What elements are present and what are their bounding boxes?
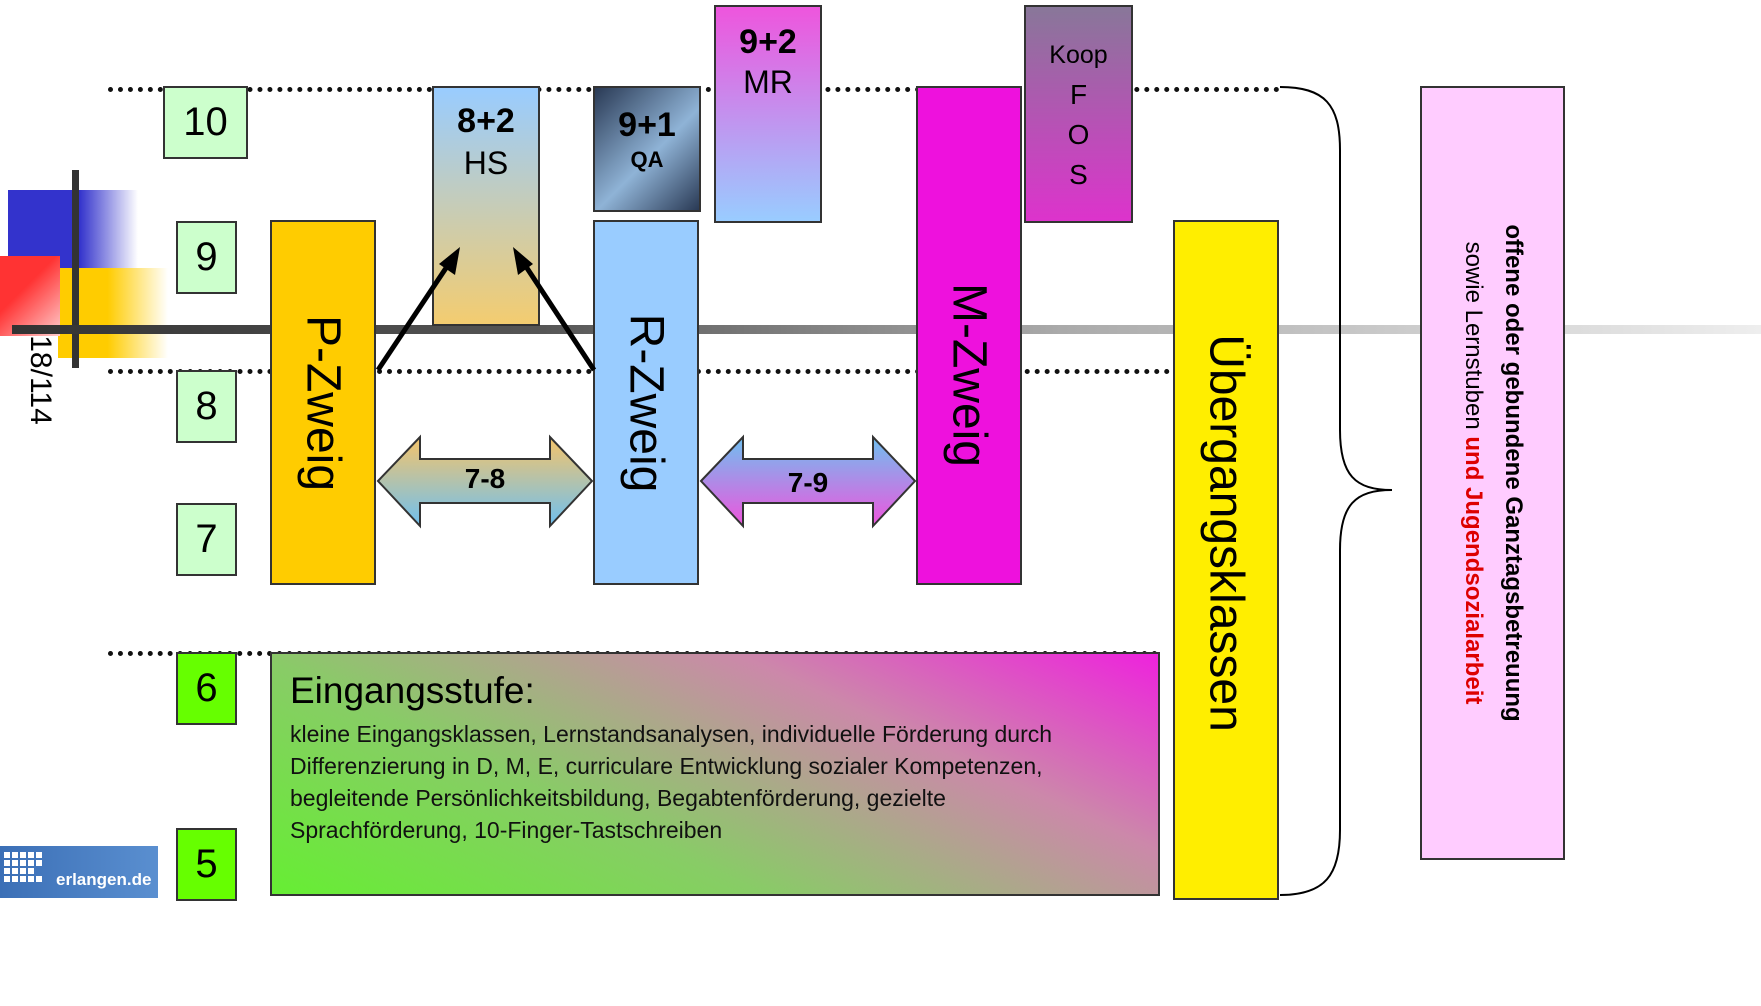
double-arrow-7-9-icon [699, 434, 917, 529]
grade-8: 8 [176, 370, 237, 443]
grade-10: 10 [163, 86, 248, 159]
koop-f-label: F [1069, 79, 1088, 110]
r-branch-box: R-Zweig [593, 220, 699, 585]
arrow-7-8-label: 7-8 [464, 463, 506, 494]
qa-top-label: 9+1 [618, 106, 676, 144]
koop-label: Koop [1049, 41, 1108, 69]
side-panel: offene oder gebundene Ganztagsbetreuung … [1420, 86, 1565, 860]
corner-vertical-bar [72, 170, 79, 368]
transition-classes-box: Übergangsklassen [1173, 220, 1279, 900]
mr-top-label: 9+2 [739, 23, 797, 61]
corner-red-square [0, 256, 60, 336]
p-branch-box: P-Zweig [270, 220, 376, 585]
arrow-p-to-hs-icon [375, 260, 453, 372]
m-branch-box: M-Zweig [916, 86, 1022, 585]
entrance-stage-description: kleine Eingangsklassen, Lernstandsanalys… [290, 721, 1053, 843]
koop-fos-box: Koop F O S [1024, 5, 1133, 223]
logo-grid-icon [4, 852, 42, 882]
double-arrow-7-8-icon [376, 434, 594, 529]
arrowhead-r-to-hs-icon [513, 247, 533, 275]
side-panel-line2-highlight: und Jugendsozialarbeit [1459, 436, 1487, 705]
qa-box: 9+1 QA [593, 86, 701, 212]
horizontal-rule [12, 325, 1761, 334]
grade-6: 6 [176, 652, 237, 725]
grade-5: 5 [176, 828, 237, 901]
koop-s-label: S [1069, 159, 1088, 190]
side-panel-line1: offene oder gebundene Ganztagsbetreuung [1499, 224, 1527, 722]
mr-box: 9+2 MR [714, 5, 822, 223]
logo-text: erlangen.de [56, 870, 152, 889]
arrow-r-to-hs-icon [520, 260, 597, 372]
side-panel-line2-prefix: sowie Lernstuben [1459, 241, 1487, 437]
arrowhead-p-to-hs-icon [439, 247, 460, 275]
grade-7: 7 [176, 503, 237, 576]
hs-bottom-label: HS [463, 145, 509, 181]
grade-9: 9 [176, 221, 237, 294]
curly-brace-icon [1279, 86, 1393, 896]
qa-bottom-label: QA [630, 147, 664, 172]
side-panel-line2: sowie Lernstuben und Jugendsozialarbeit [1453, 224, 1493, 721]
entrance-stage-box: Eingangsstufe: kleine Eingangsklassen, L… [270, 652, 1160, 896]
mr-bottom-label: MR [743, 64, 793, 100]
logo: erlangen.de [0, 846, 158, 898]
hs-top-label: 8+2 [457, 102, 515, 140]
entrance-stage-title: Eingangsstufe: [290, 670, 535, 711]
arrow-7-9-label: 7-9 [787, 467, 829, 498]
koop-o-label: O [1067, 119, 1090, 150]
hs-box: 8+2 HS [432, 86, 540, 326]
side-panel-text: offene oder gebundene Ganztagsbetreuung … [1453, 224, 1533, 721]
